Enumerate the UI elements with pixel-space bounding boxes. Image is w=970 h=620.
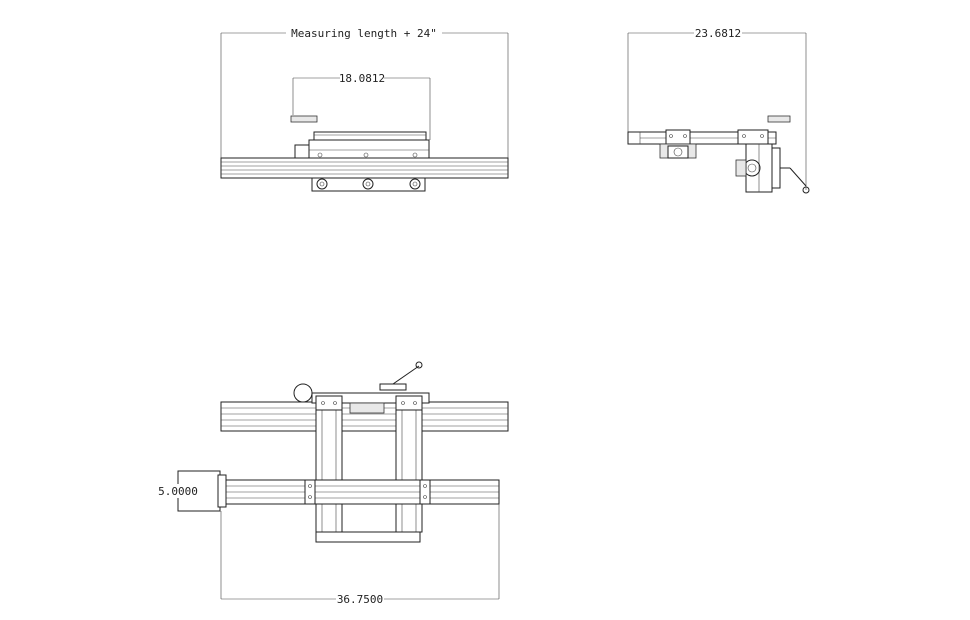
front-carriage bbox=[294, 131, 430, 159]
side-stop-tab bbox=[767, 115, 791, 123]
bottom-length-dimension: 36.7500 bbox=[220, 504, 500, 606]
length-label: 36.7500 bbox=[337, 593, 383, 606]
overall-length-label: Measuring length + 24" bbox=[291, 27, 437, 40]
inner-length-dimension: 18.0812 bbox=[292, 71, 431, 140]
inner-length-label: 18.0812 bbox=[339, 72, 385, 85]
front-rail bbox=[220, 157, 509, 179]
roller-bracket bbox=[311, 177, 426, 192]
upper-rail bbox=[220, 401, 509, 432]
stop-tab bbox=[290, 115, 318, 123]
width-label: 23.6812 bbox=[695, 27, 741, 40]
crank-handle-side bbox=[771, 147, 810, 194]
height-dimension: 5.0000 bbox=[158, 484, 198, 498]
side-view: 23.6812 bbox=[627, 26, 810, 194]
crank-lever-top bbox=[379, 361, 423, 391]
height-label: 5.0000 bbox=[158, 485, 198, 498]
width-dimension: 23.6812 bbox=[627, 26, 807, 190]
overall-length-dimension: Measuring length + 24" bbox=[220, 26, 509, 158]
lower-rail bbox=[223, 479, 500, 505]
bottom-crossbar bbox=[315, 531, 421, 543]
lock-knob bbox=[293, 383, 313, 403]
front-view: Measuring length + 24" 18.0812 bbox=[220, 26, 509, 192]
top-view: 5.0000 36.7500 bbox=[158, 361, 509, 606]
